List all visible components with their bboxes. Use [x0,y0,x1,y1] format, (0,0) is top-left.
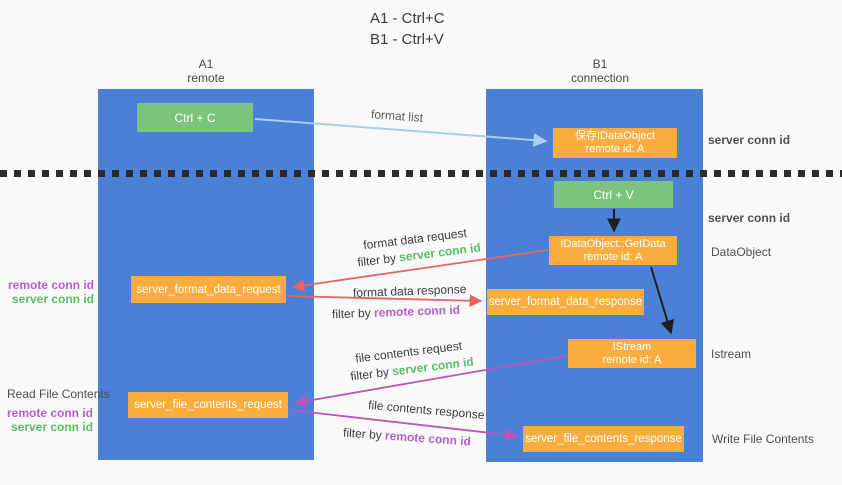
page-title: A1 - Ctrl+C B1 - Ctrl+V [370,8,445,50]
label-file-contents-response: file contents response [367,397,486,423]
node-server-format-data-request: server_format_data_request [131,276,286,303]
node-getdata-line2: remote id: A [583,250,643,263]
title-line-1: A1 - Ctrl+C [370,10,445,27]
node-idataobject-getdata: IDataObject::GetData remote id: A [549,236,677,265]
label-format-data-response-filter: filter by remote conn id [332,303,460,321]
left-conn-id-block-top: remote conn id server conn id [0,278,94,306]
label-format-data-response: format data response [352,282,467,300]
dotted-separator [0,170,842,177]
filter-prefix: filter by [342,425,386,443]
node-ctrl-v: Ctrl + V [554,181,673,208]
node-server-format-data-response-label: server_format_data_response [488,296,643,308]
dataobject-label: DataObject [711,245,772,259]
lane-b1-name: B1 [592,57,608,71]
server-conn-id-label: server conn id [11,292,94,306]
node-server-file-contents-response: server_file_contents_response [523,426,684,452]
lane-a1-name: A1 [198,57,214,71]
write-file-contents-label: Write File Contents [712,432,814,446]
remote-conn-id-label: remote conn id [7,278,94,292]
server-conn-id-label-mid: server conn id [708,211,791,225]
node-istream-line2: remote id: A [602,353,662,366]
node-ctrl-v-label: Ctrl + V [593,187,634,202]
filter-prefix: filter by [356,250,401,270]
node-istream: IStream remote id: A [568,339,696,368]
lane-header-a1: A1 remote [161,57,251,85]
title-line-2: B1 - Ctrl+V [370,31,444,48]
node-getdata-line1: IDataObject::GetData [560,237,666,250]
lane-a1-role: remote [187,71,225,85]
node-server-file-contents-response-label: server_file_contents_response [525,433,682,445]
filter-value-remote-conn-id: remote conn id [384,428,472,449]
node-istream-line1: IStream [612,340,652,353]
node-ctrl-c-label: Ctrl + C [174,110,216,125]
istream-label: Istream [711,347,752,361]
server-conn-id-label-top: server conn id [708,133,791,147]
lane-b1-role: connection [570,71,630,85]
label-file-contents-response-filter: filter by remote conn id [343,426,472,449]
left-conn-id-block-bottom: remote conn id server conn id [0,406,93,434]
filter-prefix: filter by [331,305,375,322]
node-server-format-data-request-label: server_format_data_request [136,283,281,296]
node-server-format-data-response: server_format_data_response [487,289,644,315]
filter-value-remote-conn-id: remote conn id [373,302,461,320]
filter-prefix: filter by [349,364,394,384]
node-server-file-contents-request: server_file_contents_request [128,392,288,418]
lane-header-b1: B1 connection [555,57,645,85]
node-save-idataobject: 保存IDataObject remote id: A [553,128,677,158]
node-save-idataobject-line2: remote id: A [585,143,645,155]
server-conn-id-label: server conn id [10,420,93,434]
node-server-file-contents-request-label: server_file_contents_request [134,399,282,411]
label-format-list: format list [370,107,424,125]
node-ctrl-c: Ctrl + C [137,103,253,132]
remote-conn-id-label: remote conn id [6,406,93,420]
node-save-idataobject-line1: 保存IDataObject [574,130,656,142]
read-file-contents-label: Read File Contents [7,387,110,401]
